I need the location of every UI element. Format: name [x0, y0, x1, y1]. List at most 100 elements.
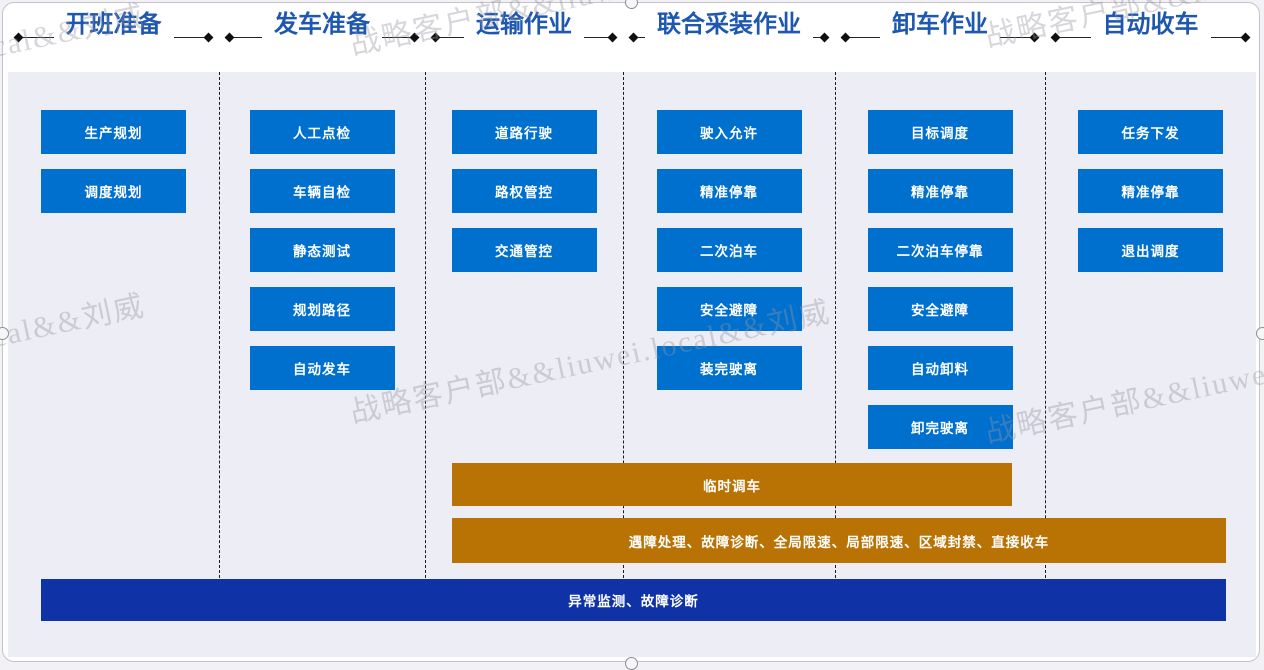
- diamond-icon: [819, 32, 830, 43]
- diamond-icon: [13, 32, 24, 43]
- diamond-icon: [1029, 32, 1040, 43]
- stage-title: 自动收车: [1102, 11, 1199, 38]
- task-box[interactable]: 自动卸料: [867, 346, 1013, 390]
- stage-title: 运输作业: [476, 11, 572, 38]
- header-line: [1059, 37, 1091, 38]
- diamond-icon: [224, 32, 235, 43]
- bar-label: 临时调车: [703, 478, 761, 494]
- diamond-icon: [409, 32, 420, 43]
- diamond-icon: [840, 32, 851, 43]
- task-label: 车辆自检: [293, 185, 351, 200]
- header-line: [813, 37, 821, 38]
- task-label: 退出调度: [1121, 244, 1180, 259]
- task-label: 二次泊车: [700, 244, 758, 259]
- header-line: [22, 37, 54, 38]
- header-line: [439, 37, 464, 38]
- task-box[interactable]: 道路行驶: [451, 110, 597, 154]
- overlay-bar-exception-handling[interactable]: 遇障处理、故障诊断、全局限速、局部限速、区域封禁、直接收车: [452, 518, 1226, 563]
- stage-header-5[interactable]: 自动收车: [1050, 11, 1251, 43]
- task-label: 安全避障: [700, 303, 758, 318]
- task-label: 交通管控: [495, 244, 553, 259]
- header-line: [173, 37, 205, 38]
- bar-label: 遇障处理、故障诊断、全局限速、局部限速、区域封禁、直接收车: [628, 534, 1050, 550]
- header-line: [584, 37, 609, 38]
- task-box[interactable]: 调度规划: [41, 169, 186, 213]
- header-line: [233, 37, 262, 38]
- task-box[interactable]: 车辆自检: [249, 169, 395, 213]
- task-box[interactable]: 二次泊车停靠: [867, 228, 1013, 272]
- diamond-icon: [1240, 32, 1251, 43]
- task-box[interactable]: 精准停靠: [1078, 169, 1223, 213]
- stage-header-0[interactable]: 开班准备: [13, 11, 214, 43]
- task-box[interactable]: 路权管控: [451, 169, 597, 213]
- task-box[interactable]: 精准停靠: [867, 169, 1013, 213]
- task-label: 任务下发: [1121, 126, 1180, 141]
- task-label: 精准停靠: [1121, 185, 1180, 200]
- task-label: 二次泊车停靠: [896, 244, 984, 259]
- column-divider: [1045, 72, 1046, 578]
- task-box[interactable]: 目标调度: [867, 110, 1013, 154]
- task-label: 规划路径: [293, 303, 351, 318]
- task-label: 装完驶离: [700, 362, 758, 377]
- task-box[interactable]: 自动发车: [249, 346, 395, 390]
- stage-header-2[interactable]: 运输作业: [430, 11, 618, 43]
- task-box[interactable]: 装完驶离: [656, 346, 802, 390]
- task-label: 生产规划: [84, 126, 143, 141]
- header-line: [1000, 37, 1031, 38]
- task-label: 目标调度: [911, 126, 969, 141]
- header-line: [382, 37, 411, 38]
- task-label: 安全避障: [911, 303, 969, 318]
- stage-title: 联合采装作业: [657, 11, 801, 38]
- task-box[interactable]: 生产规划: [41, 110, 186, 154]
- selection-handle-top[interactable]: [624, 0, 638, 9]
- task-box[interactable]: 驶入允许: [656, 110, 802, 154]
- selection-handle-bottom[interactable]: [624, 656, 638, 670]
- header-line: [637, 37, 645, 38]
- task-box[interactable]: 任务下发: [1078, 110, 1223, 154]
- task-label: 精准停靠: [911, 185, 969, 200]
- task-label: 道路行驶: [495, 126, 553, 141]
- task-box[interactable]: 退出调度: [1078, 228, 1223, 272]
- process-panel: [8, 72, 1256, 657]
- header-line: [1210, 37, 1242, 38]
- task-box[interactable]: 静态测试: [249, 228, 395, 272]
- stage-title: 开班准备: [65, 11, 162, 38]
- column-divider: [835, 72, 836, 578]
- column-divider: [623, 72, 624, 578]
- task-label: 自动卸料: [911, 362, 969, 377]
- task-label: 静态测试: [293, 244, 351, 259]
- task-box[interactable]: 精准停靠: [656, 169, 802, 213]
- overlay-bar-temporary-dispatch[interactable]: 临时调车: [452, 463, 1012, 506]
- stage-title: 发车准备: [274, 11, 370, 38]
- stage-header-3[interactable]: 联合采装作业: [628, 11, 830, 43]
- task-label: 调度规划: [84, 185, 143, 200]
- task-label: 自动发车: [293, 362, 351, 377]
- diamond-icon: [430, 32, 441, 43]
- task-label: 卸完驶离: [911, 421, 969, 436]
- task-box[interactable]: 二次泊车: [656, 228, 802, 272]
- task-label: 路权管控: [495, 185, 553, 200]
- column-divider: [219, 72, 220, 578]
- diamond-icon: [607, 32, 618, 43]
- task-label: 人工点检: [293, 126, 351, 141]
- task-label: 驶入允许: [700, 126, 758, 141]
- diamond-icon: [203, 32, 214, 43]
- task-box[interactable]: 交通管控: [451, 228, 597, 272]
- bar-label: 异常监测、故障诊断: [568, 594, 699, 609]
- task-box[interactable]: 安全避障: [656, 287, 802, 331]
- selection-handle-right[interactable]: [1255, 326, 1264, 340]
- task-label: 精准停靠: [700, 185, 758, 200]
- header-line: [849, 37, 880, 38]
- stage-header-4[interactable]: 卸车作业: [840, 11, 1040, 43]
- stage-header-1[interactable]: 发车准备: [224, 11, 420, 43]
- diamond-icon: [1050, 32, 1061, 43]
- stage-title: 卸车作业: [892, 11, 988, 38]
- task-box[interactable]: 规划路径: [249, 287, 395, 331]
- column-divider: [425, 72, 426, 578]
- diamond-icon: [628, 32, 639, 43]
- overlay-bar-anomaly-monitoring[interactable]: 异常监测、故障诊断: [41, 579, 1226, 621]
- task-box[interactable]: 安全避障: [867, 287, 1013, 331]
- selection-handle-left[interactable]: [0, 326, 9, 340]
- task-box[interactable]: 卸完驶离: [867, 405, 1013, 449]
- task-box[interactable]: 人工点检: [249, 110, 395, 154]
